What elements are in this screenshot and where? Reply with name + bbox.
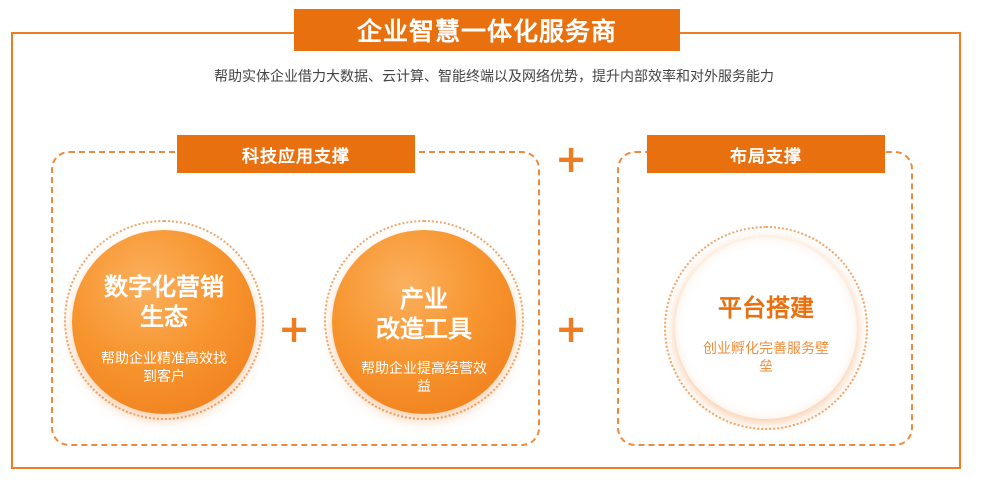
industry-desc: 帮助企业提高经营效 益	[332, 360, 516, 396]
marketing-ring	[64, 220, 264, 420]
platform-title-text: 平台搭建	[718, 294, 814, 322]
platform-desc-line2: 垒	[759, 359, 773, 375]
industry-title-line2: 改造工具	[376, 315, 472, 343]
plus-sign-middle: +	[555, 307, 587, 351]
industry-title: 产业 改造工具	[332, 284, 516, 344]
platform-ring	[664, 226, 868, 430]
marketing-circle	[72, 230, 256, 414]
layout-support-tag: 布局支撑	[647, 135, 885, 173]
platform-circle	[675, 237, 857, 419]
industry-desc-line2: 益	[417, 379, 431, 395]
marketing-desc-line1: 帮助企业精准高效找	[101, 351, 227, 367]
platform-desc: 创业孵化完善服务壁 垒	[685, 340, 847, 376]
industry-desc-line1: 帮助企业提高经营效	[361, 361, 487, 377]
plus-sign-top: +	[555, 137, 587, 181]
marketing-title-line1: 数字化营销	[104, 273, 224, 301]
marketing-desc-line2: 到客户	[143, 369, 185, 385]
marketing-title: 数字化营销 生态	[72, 272, 256, 332]
industry-circle	[332, 230, 516, 414]
industry-ring	[324, 220, 524, 420]
platform-title: 平台搭建	[675, 288, 857, 323]
industry-title-line1: 产业	[400, 285, 448, 313]
subtitle: 帮助实体企业借力大数据、云计算、智能终端以及网络优势，提升内部效率和对外服务能力	[214, 69, 774, 85]
tech-support-tag: 科技应用支撑	[177, 135, 415, 173]
marketing-title-line2: 生态	[140, 303, 188, 331]
marketing-desc: 帮助企业精准高效找 到客户	[72, 350, 256, 386]
platform-desc-line1: 创业孵化完善服务壁	[703, 341, 829, 357]
plus-sign-1: +	[278, 307, 310, 351]
main-title: 企业智慧一体化服务商	[294, 9, 680, 51]
